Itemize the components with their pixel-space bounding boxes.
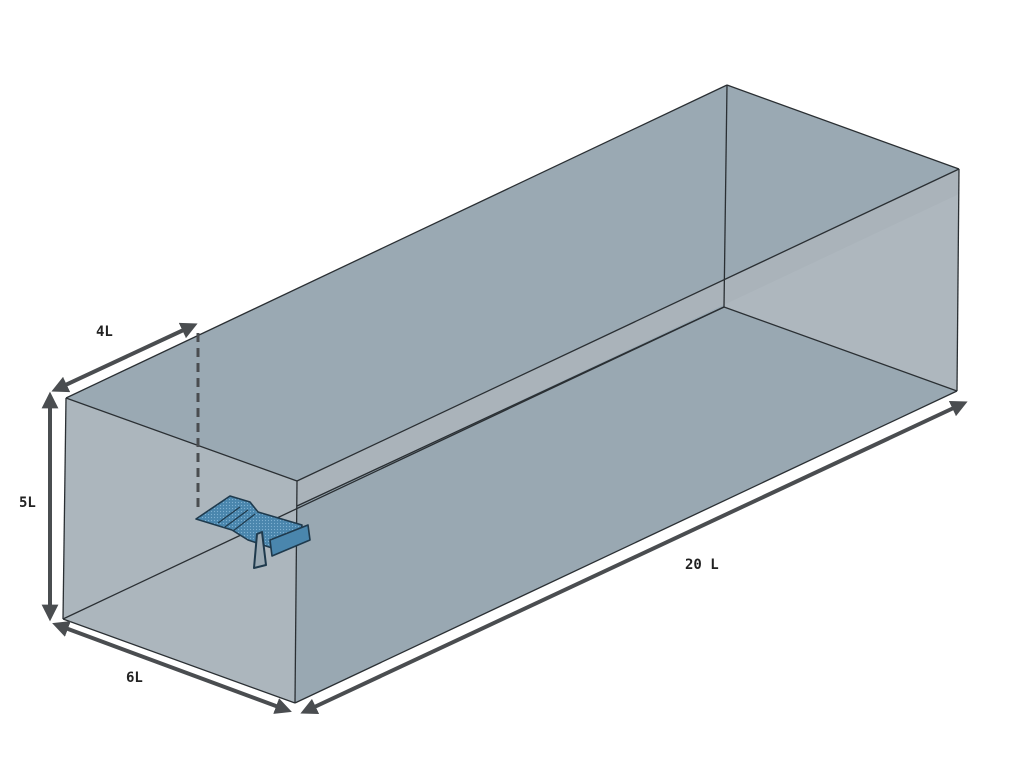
width-arrow[interactable] [52,621,292,714]
depth-label: 4L [96,324,113,340]
top-face [66,85,959,481]
length-arrow[interactable] [300,400,968,715]
height-label: 5L [19,495,36,511]
width-label: 6L [126,670,143,686]
length-label: 20 L [685,557,719,573]
depth-arrow[interactable] [51,322,198,393]
